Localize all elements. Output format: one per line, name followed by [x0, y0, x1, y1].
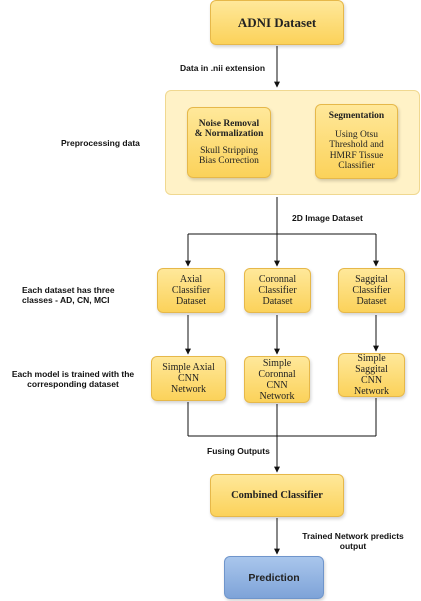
segmentation-subtitle: Using Otsu Threshold and HMRF Tissue Cla… [329, 129, 384, 172]
coronal-cnn-node: Simple Coronnal CNN Network [244, 356, 310, 403]
coronal-dataset-node: Coronnal Classifier Dataset [244, 268, 311, 313]
axial-cnn-label: Simple Axial CNN Network [162, 362, 215, 395]
adni-dataset-node: ADNI Dataset [210, 0, 344, 45]
classes-label: Each dataset has three classes - AD, CN,… [22, 285, 115, 305]
noise-removal-node: Noise Removal & Normalization Skull Stri… [187, 107, 271, 178]
saggital-cnn-node: Simple Saggital CNN Network [338, 353, 405, 397]
fusing-outputs-label: Fusing Outputs [207, 446, 270, 456]
segmentation-node: Segmentation Using Otsu Threshold and HM… [315, 104, 398, 179]
segmentation-title: Segmentation [328, 111, 385, 122]
coronal-cnn-label: Simple Coronnal CNN Network [258, 357, 296, 402]
axial-dataset-node: Axial Classifier Dataset [157, 268, 225, 313]
trained-label: Each model is trained with the correspon… [11, 369, 135, 389]
combined-classifier-label: Combined Classifier [231, 490, 323, 501]
noise-removal-subtitle: Skull Stripping Bias Correction [199, 145, 259, 167]
axial-dataset-label: Axial Classifier Dataset [171, 274, 211, 307]
image-dataset-label: 2D Image Dataset [292, 213, 363, 223]
prediction-label: Prediction [248, 571, 300, 584]
preprocessing-data-label: Preprocessing data [61, 138, 140, 148]
combined-classifier-node: Combined Classifier [210, 474, 344, 517]
saggital-cnn-label: Simple Saggital CNN Network [354, 353, 389, 397]
noise-removal-title: Noise Removal & Normalization [194, 118, 264, 140]
nii-extension-label: Data in .nii extension [180, 63, 266, 73]
coronal-dataset-label: Coronnal Classifier Dataset [258, 274, 297, 307]
saggital-dataset-node: Saggital Classifier Dataset [338, 268, 405, 313]
adni-dataset-label: ADNI Dataset [237, 14, 317, 30]
axial-cnn-node: Simple Axial CNN Network [151, 356, 226, 401]
trained-network-label: Trained Network predicts output [302, 531, 404, 551]
prediction-node: Prediction [224, 556, 324, 599]
saggital-dataset-label: Saggital Classifier Dataset [352, 274, 391, 307]
